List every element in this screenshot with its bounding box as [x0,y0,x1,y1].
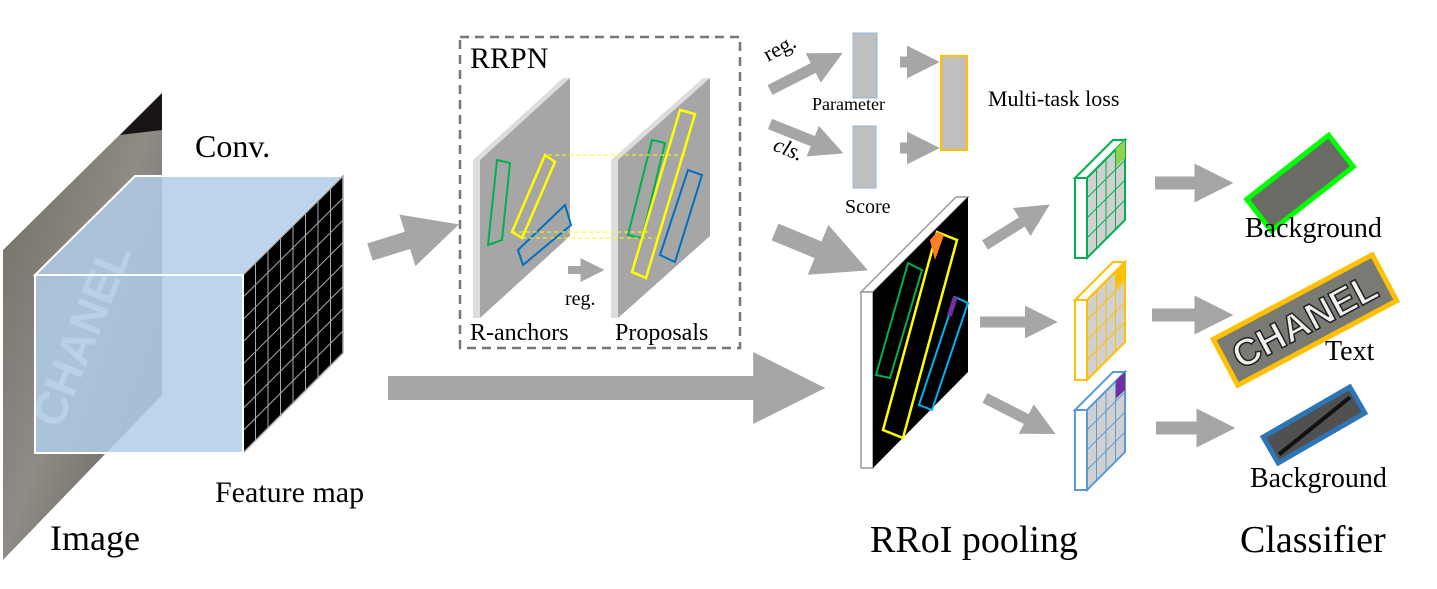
flow-arrows [367,45,1236,448]
multi-task-loss-bar [940,55,968,151]
rroi-pooling-label: RRoI pooling [870,519,1078,561]
proposals-label: Proposals [615,320,708,346]
conv-label: Conv. [195,128,270,164]
grid-line [242,264,344,365]
rrpn-box: RRPN R-anchors Proposals reg. [458,35,742,350]
pooled-cube [1072,259,1128,383]
arrow-cls [767,118,844,157]
r-anchors-label: R-anchors [470,320,569,346]
class-2-label: Text [1325,336,1375,367]
grid-line [242,308,344,409]
inner-reg-label: reg. [565,288,596,310]
classifier-bg-2 [1259,383,1369,467]
rroi-feature-plane [859,196,970,469]
arrow-to-rrpn [367,214,459,267]
score-label: Score [845,196,891,218]
grid-line [242,286,344,387]
arrow-to-green [982,204,1050,250]
classifier-bg-1 [1243,131,1357,235]
parameter-label: Parameter [812,94,885,114]
image-label: Image [50,518,140,558]
pooled-features [1072,137,1128,493]
score-bar [852,125,877,189]
rrpn-label: RRPN [470,42,548,75]
feature-map-label: Feature map [215,476,364,509]
classifier-label: Classifier [1240,519,1386,561]
class-3-label: Background [1250,463,1387,494]
arrow-to-blue [982,393,1056,434]
feature-map-cube [32,174,346,455]
parameter-bar [852,32,878,99]
top-reg-label: reg. [759,29,800,67]
pooled-cube [1072,369,1128,493]
class-1-label: Background [1245,213,1382,244]
multi-task-loss-label: Multi-task loss [988,86,1119,111]
grid-line [242,330,344,432]
pooled-cube [1072,137,1128,261]
arrow-reg [767,53,843,95]
arrow-rrpn-to-rroi [771,223,868,275]
